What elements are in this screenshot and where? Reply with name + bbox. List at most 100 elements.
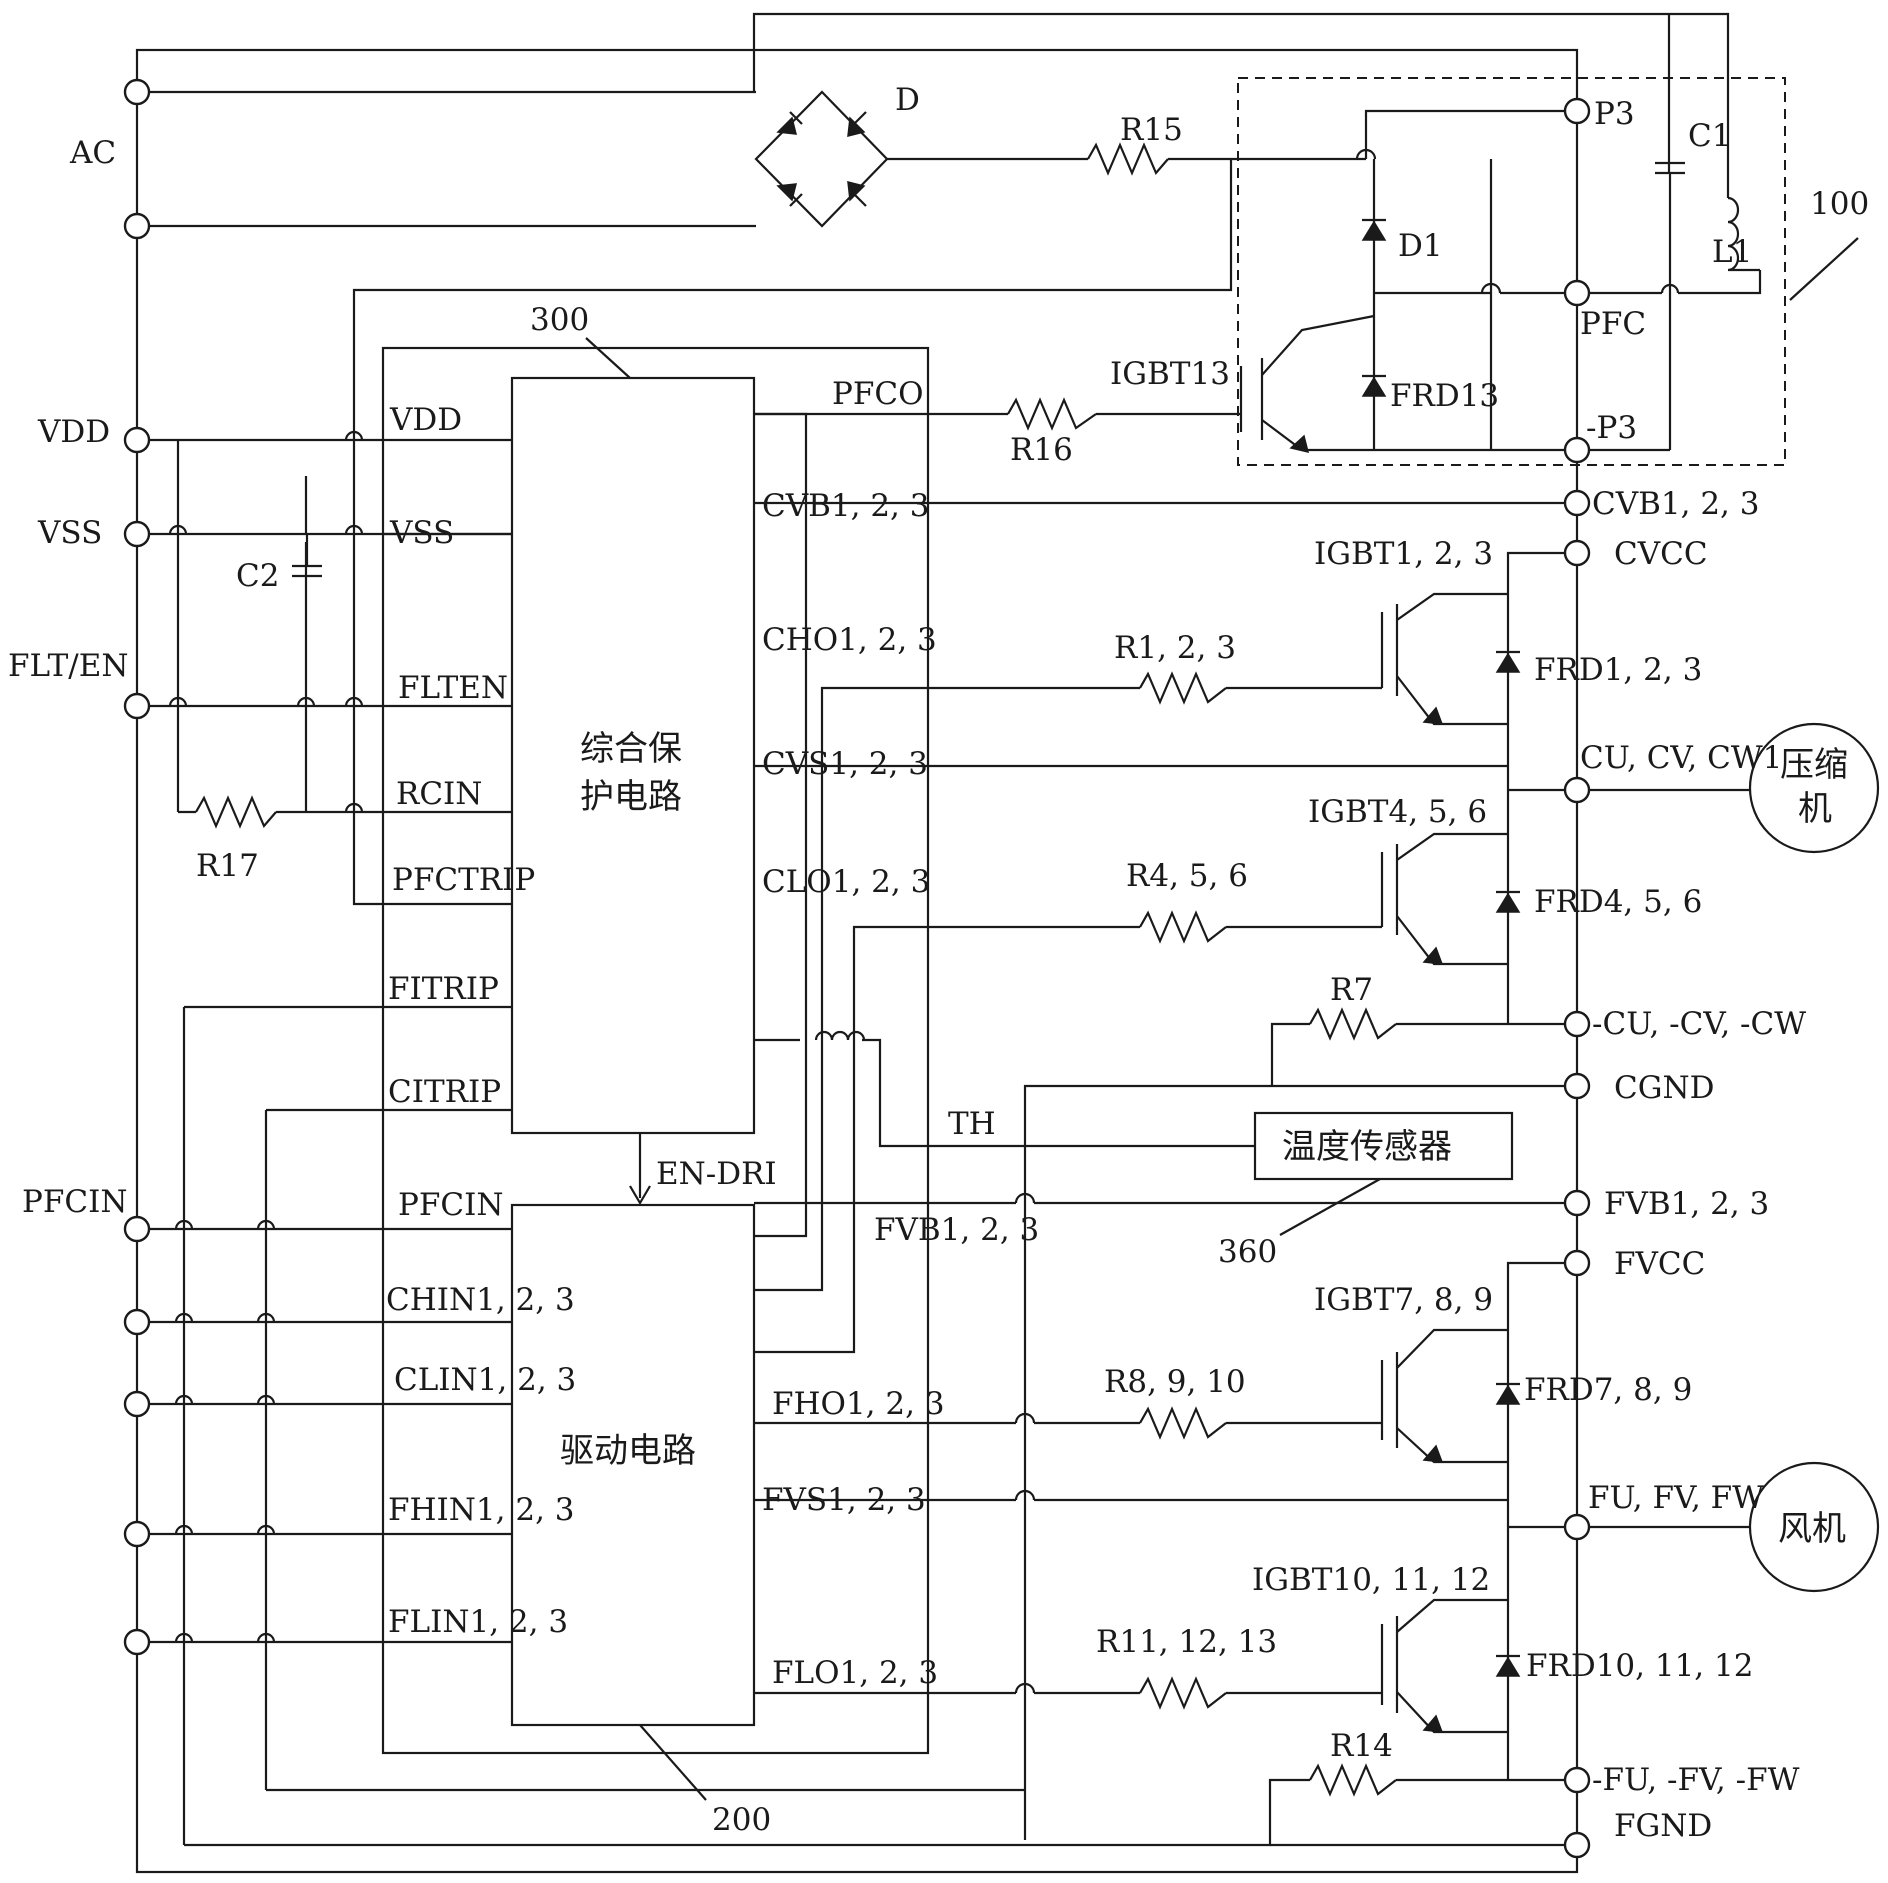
pin-neg-fu-fv-fw (1563, 1766, 1591, 1794)
ref-300-leader (585, 337, 631, 379)
label-r16: R16 (1010, 432, 1073, 468)
label-d: D (895, 82, 920, 118)
c1-capacitor (1655, 161, 1685, 175)
protection-block-title-2: 护电路 (580, 777, 682, 817)
driver-output-wiring (184, 412, 1568, 1847)
label-pfco: PFCO (832, 376, 924, 412)
pin-vss (123, 520, 151, 548)
terminal-fvb: FVB1, 2, 3 (1604, 1186, 1769, 1222)
labels-blocks: 综合保 护电路 驱动电路 温度传感器 压缩 机 风机 (560, 729, 1848, 1549)
label-r17: R17 (196, 848, 259, 884)
ref-200-leader (639, 1724, 707, 1801)
label-prot-citrip: CITRIP (388, 1074, 501, 1110)
ref-360-leader (1279, 1178, 1381, 1236)
terminal-fgnd: FGND (1614, 1808, 1712, 1844)
label-igbt101112: IGBT10, 11, 12 (1252, 1562, 1490, 1598)
r15-resistor (1087, 142, 1169, 176)
pin-cu-cv-cw (1563, 776, 1591, 804)
label-out-cho: CHO1, 2, 3 (762, 622, 937, 658)
ref-360: 360 (1218, 1234, 1277, 1270)
labels-components: D R15 C1 L1 D1 IGBT13 FRD13 R16 IGBT1, 2… (895, 82, 1753, 1764)
protection-block-title-1: 综合保 (580, 729, 682, 769)
terminal-cvb: CVB1, 2, 3 (1592, 486, 1759, 522)
label-frd123: FRD1, 2, 3 (1534, 652, 1702, 688)
label-r7: R7 (1330, 972, 1373, 1008)
label-drv-pfcin: PFCIN (398, 1187, 503, 1223)
ref-200: 200 (712, 1802, 771, 1838)
r123-resistor (1139, 671, 1227, 705)
compressor-motor (1748, 722, 1880, 854)
label-prot-fitrip: FITRIP (388, 971, 499, 1007)
igbt13-transistor (1239, 314, 1375, 454)
c2-capacitor (292, 534, 322, 578)
pin-fu-fv-fw (1563, 1513, 1591, 1541)
left-input-wiring (137, 438, 512, 1845)
pfc-feedback-wire (352, 159, 1233, 906)
labels-driver-inputs: PFCIN CHIN1, 2, 3 CLIN1, 2, 3 FHIN1, 2, … (386, 1187, 576, 1640)
label-pfcin: PFCIN (22, 1184, 127, 1220)
th-crossover-arcs (814, 1030, 866, 1041)
wire-crossovers-left (168, 430, 364, 1643)
label-igbt456: IGBT4, 5, 6 (1308, 794, 1487, 830)
pin-chin (123, 1308, 151, 1336)
terminal-cgnd: CGND (1614, 1070, 1714, 1106)
pin-flin (123, 1628, 151, 1656)
terminal-cvcc: CVCC (1614, 536, 1708, 572)
fan-motor (1748, 1461, 1880, 1593)
pin-neg-p3 (1563, 436, 1591, 464)
terminal-pins (123, 78, 1591, 1859)
protection-circuit-block (510, 376, 756, 1135)
pin-fvb (1563, 1189, 1591, 1217)
pin-p3 (1563, 97, 1591, 125)
labels-terminals: P3 PFC -P3 CVB1, 2, 3 CVCC CU, CV, CW1 -… (1580, 96, 1806, 1844)
pin-cvb (1563, 489, 1591, 517)
module-outline (135, 48, 1579, 1874)
label-out-cvs: CVS1, 2, 3 (762, 746, 928, 782)
ref-100: 100 (1810, 186, 1869, 222)
pin-vdd (123, 426, 151, 454)
labels-refs: 300 200 360 100 (530, 186, 1869, 1838)
label-l1: L1 (1712, 234, 1752, 270)
r16-resistor (1007, 397, 1097, 431)
terminal-neg-p3: -P3 (1586, 410, 1637, 446)
label-drv-flin: FLIN1, 2, 3 (388, 1604, 568, 1640)
terminal-cu-cv-cw: CU, CV, CW1 (1580, 740, 1782, 776)
pin-flt-en (123, 692, 151, 720)
terminal-fu-fv-fw: FU, FV, FW (1588, 1480, 1764, 1516)
pin-pfcin (123, 1215, 151, 1243)
label-out-fvs: FVS1, 2, 3 (762, 1482, 926, 1518)
drive-circuit-block (510, 1203, 756, 1727)
pin-fvcc (1563, 1249, 1591, 1277)
label-prot-vss: VSS (389, 515, 454, 551)
label-igbt13: IGBT13 (1110, 356, 1230, 392)
label-vdd: VDD (37, 414, 110, 450)
label-drv-fhin: FHIN1, 2, 3 (388, 1492, 575, 1528)
compressor-inverter-legs (1380, 551, 1568, 1024)
label-prot-vdd: VDD (389, 402, 462, 438)
driver-crossover-arcs (1014, 1192, 1036, 1694)
r8910-resistor (1139, 1406, 1227, 1440)
label-drv-clin: CLIN1, 2, 3 (394, 1362, 576, 1398)
pfc-stage-dashed-box (1237, 77, 1786, 466)
compressor-title-1: 压缩 (1780, 745, 1848, 785)
label-igbt123: IGBT1, 2, 3 (1314, 536, 1493, 572)
label-r8910: R8, 9, 10 (1104, 1364, 1246, 1400)
en-dri-arrowhead (629, 1185, 651, 1206)
terminal-pfc: PFC (1580, 306, 1646, 342)
label-frd13: FRD13 (1390, 378, 1499, 414)
r14-resistor (1309, 1763, 1397, 1797)
label-out-flo: FLO1, 2, 3 (772, 1655, 938, 1691)
label-r15: R15 (1120, 112, 1183, 148)
r7-resistor (1309, 1007, 1397, 1041)
temp-sensor-title: 温度传感器 (1282, 1127, 1452, 1167)
bridge-rectifier-d (754, 90, 889, 228)
label-r111213: R11, 12, 13 (1096, 1624, 1277, 1660)
label-out-cvb: CVB1, 2, 3 (762, 488, 929, 524)
terminal-p3: P3 (1594, 96, 1635, 132)
label-r123: R1, 2, 3 (1114, 630, 1236, 666)
label-drv-chin: CHIN1, 2, 3 (386, 1282, 575, 1318)
ac-input-wiring (137, 12, 1730, 228)
th-wire (754, 1038, 1255, 1148)
pin-fgnd (1563, 1831, 1591, 1859)
label-frd101112: FRD10, 11, 12 (1526, 1648, 1753, 1684)
